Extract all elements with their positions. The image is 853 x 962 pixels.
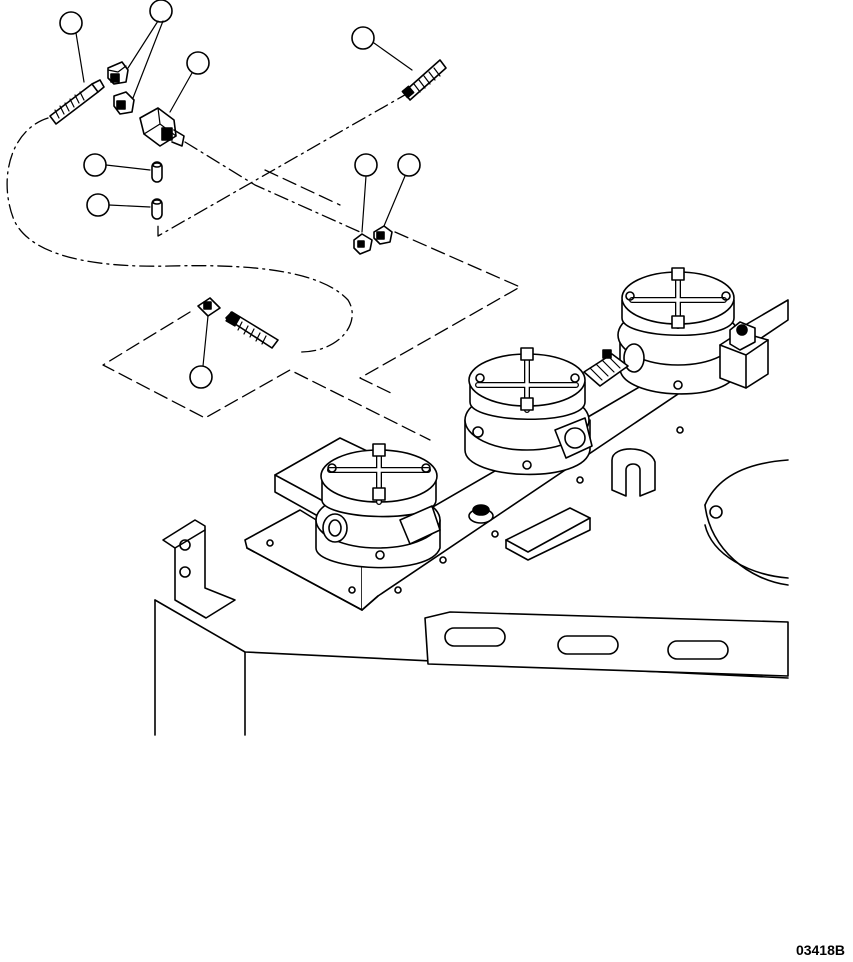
callout-balloon xyxy=(187,52,209,74)
elbow-fitting xyxy=(114,92,134,114)
figure-id-label: 03418B xyxy=(796,942,845,958)
filter-head xyxy=(465,348,592,474)
threaded-stud xyxy=(50,80,104,124)
tube-connector xyxy=(152,199,162,219)
routing-lines xyxy=(7,92,520,440)
tube-connector xyxy=(152,162,162,182)
callout-balloons xyxy=(60,0,420,388)
callout-balloon xyxy=(190,366,212,388)
leader-lines xyxy=(76,21,412,366)
callout-balloon xyxy=(60,12,82,34)
threaded-stud-with-nut xyxy=(198,298,278,348)
loose-parts xyxy=(50,60,446,348)
callout-balloon xyxy=(87,194,109,216)
elbow-fitting xyxy=(108,62,128,84)
callout-balloon xyxy=(352,27,374,49)
callout-balloon xyxy=(355,154,377,176)
callout-balloon xyxy=(84,154,106,176)
threaded-stud xyxy=(402,60,446,100)
hex-fitting xyxy=(720,322,768,388)
union-fitting xyxy=(354,234,372,254)
nut-fitting xyxy=(374,226,392,244)
callout-balloon xyxy=(398,154,420,176)
tee-fitting xyxy=(140,108,184,146)
hose-connector xyxy=(584,350,628,386)
filter-head xyxy=(316,444,440,568)
callout-balloon xyxy=(150,0,172,22)
